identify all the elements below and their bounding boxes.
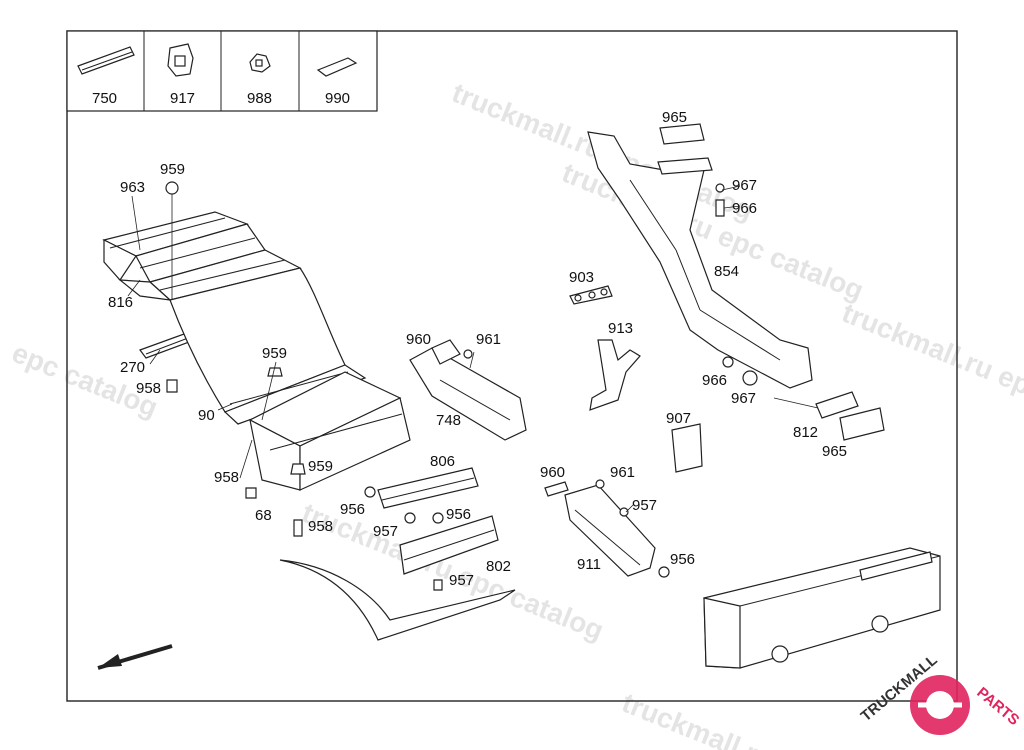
- callout-label: 966: [732, 200, 757, 217]
- bracket-911: [544, 479, 670, 578]
- callout-label: 966: [702, 372, 727, 389]
- callout-label: 270: [120, 359, 145, 376]
- callout-label: 806: [430, 453, 455, 470]
- callout-label: 958: [136, 380, 161, 397]
- callout-label: 959: [160, 161, 185, 178]
- callout-label: 956: [670, 551, 695, 568]
- legend-table: 750 917 988 990: [66, 30, 378, 112]
- callout-label: 960: [406, 331, 431, 348]
- callout-label: 961: [610, 464, 635, 481]
- callout-label: 960: [540, 464, 565, 481]
- callout-label: 903: [569, 269, 594, 286]
- truckmall-logo: TRUCKMALL PARTS: [858, 652, 1022, 735]
- diagram-frame: [66, 30, 958, 702]
- direction-arrow-icon: [97, 644, 173, 670]
- callout-label: 957: [373, 523, 398, 540]
- clamp-icon: [249, 53, 271, 73]
- callout-label: 68: [255, 507, 272, 524]
- callout-label: 812: [793, 424, 818, 441]
- legend-number: 988: [247, 90, 272, 107]
- callout-label: 958: [214, 469, 239, 486]
- center-parts: [569, 285, 703, 473]
- callout-label: 963: [120, 179, 145, 196]
- callout-label: 956: [340, 501, 365, 518]
- callout-label: 816: [108, 294, 133, 311]
- callout-label: 959: [308, 458, 333, 475]
- strip-icon: [77, 46, 135, 75]
- callout-label: 907: [666, 410, 691, 427]
- callout-label: 911: [577, 556, 601, 573]
- support-arm-854: [587, 123, 885, 441]
- callout-label: 967: [732, 177, 757, 194]
- callout-label: 802: [486, 558, 511, 575]
- callout-label: 956: [446, 506, 471, 523]
- callout-label: 913: [608, 320, 633, 337]
- front-panel-assembly: [102, 181, 411, 537]
- logo-text-accent: PARTS: [973, 684, 1022, 729]
- callout-label: 959: [262, 345, 287, 362]
- callout-label: 957: [449, 572, 474, 589]
- callout-label: 957: [632, 497, 657, 514]
- callout-label: 965: [662, 109, 687, 126]
- bracket-748: [409, 339, 527, 441]
- callout-label: 967: [731, 390, 756, 407]
- legend-number: 990: [325, 90, 350, 107]
- callout-label: 748: [436, 412, 461, 429]
- watermark-text: truckmall.ru: [618, 687, 778, 750]
- callout-labels: 963 959 816 270 958 90 959 958 68 959 95…: [108, 109, 847, 589]
- callout-label: 958: [308, 518, 333, 535]
- leader-lines: [127, 185, 819, 513]
- callout-label: 965: [822, 443, 847, 460]
- legend-number: 750: [92, 90, 117, 107]
- callout-label: 961: [476, 331, 501, 348]
- callout-label: 90: [198, 407, 215, 424]
- svg-text:PARTS: PARTS: [973, 684, 1022, 729]
- pad-icon: [316, 57, 358, 77]
- lower-panels: [279, 467, 516, 641]
- clip-icon: [167, 43, 194, 77]
- bus-thumbnail: [703, 547, 941, 669]
- legend-number: 917: [170, 90, 195, 107]
- callout-label: 854: [714, 263, 739, 280]
